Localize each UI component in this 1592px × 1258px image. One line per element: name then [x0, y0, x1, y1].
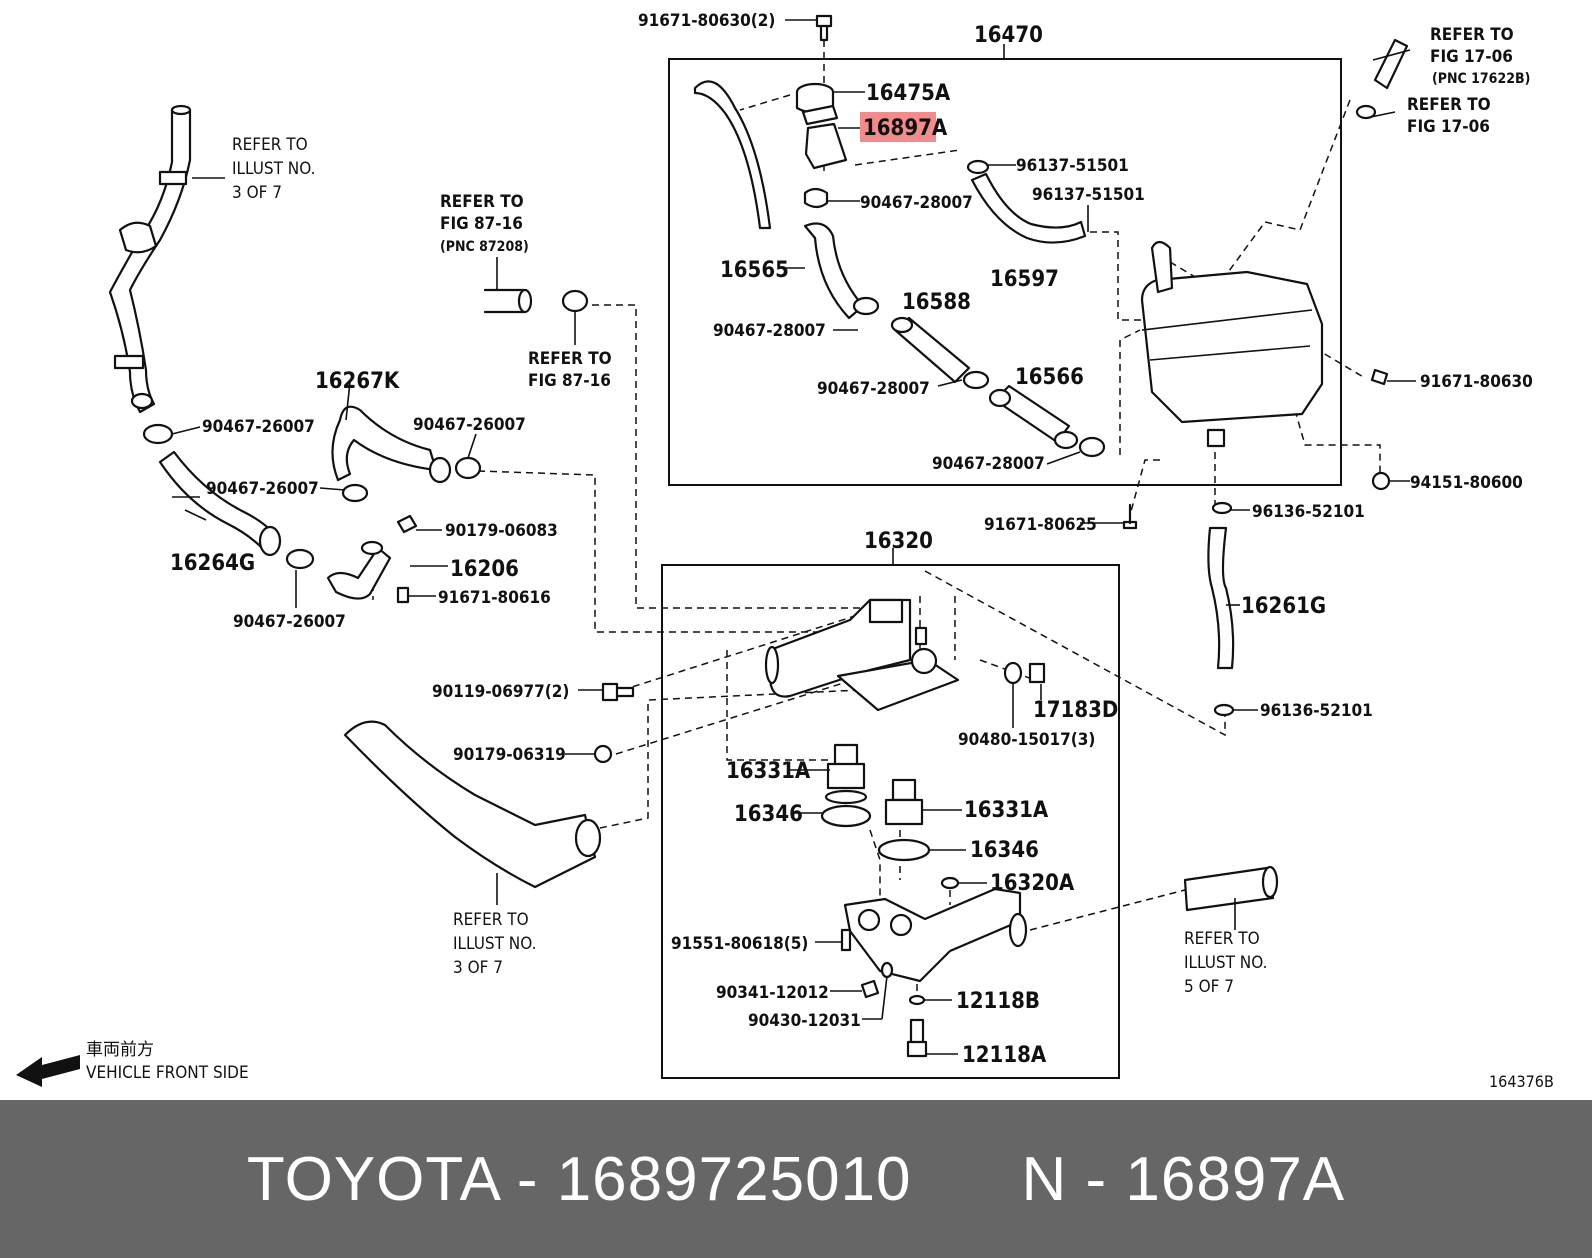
part-labels: 91671-80630(2) 16470 16475A 16897A 96137…	[170, 11, 1554, 1091]
label-16597: 16597	[990, 267, 1059, 292]
label-91671-80616: 91671-80616	[438, 588, 551, 608]
label-96137-51501-a: 96137-51501	[1016, 156, 1129, 176]
highlight-16897A	[860, 112, 936, 142]
front-label-jp: 車両前方	[86, 1040, 154, 1060]
leader-lines	[171, 19, 1416, 1055]
label-90467-26007-c: 90467-26007	[206, 479, 319, 499]
water-outlet-frame	[661, 564, 1120, 1079]
label-16331A-b: 16331A	[964, 798, 1049, 823]
label-16264G: 16264G	[170, 551, 255, 576]
label-90467-28007-b: 90467-28007	[713, 321, 826, 341]
label-90430-12031: 90430-12031	[748, 1011, 861, 1031]
ref-fig1706-top: REFER TO FIG 17-06 (PNC 17622B)	[1430, 25, 1530, 87]
label-91671-80625: 91671-80625	[984, 515, 1097, 535]
label-16565: 16565	[720, 258, 789, 283]
label-90467-28007-d: 90467-28007	[932, 454, 1045, 474]
label-90467-26007-d: 90467-26007	[233, 612, 346, 632]
reserve-tank-frame	[668, 58, 1342, 486]
label-90179-06319: 90179-06319	[453, 745, 566, 765]
ref-fig8716-top: REFER TO FIG 87-16 (PNC 87208)	[440, 192, 529, 255]
label-16346-a: 16346	[734, 802, 803, 827]
label-90467-28007-a: 90467-28007	[860, 193, 973, 213]
label-96137-51501-b: 96137-51501	[1032, 185, 1145, 205]
label-16475A: 16475A	[866, 81, 951, 106]
label-12118A: 12118A	[962, 1043, 1047, 1068]
front-label-en: VEHICLE FRONT SIDE	[86, 1063, 249, 1083]
banner-part-number: TOYOTA - 1689725010	[246, 1144, 912, 1214]
label-16566: 16566	[1015, 365, 1084, 390]
label-90480-15017: 90480-15017(3)	[958, 730, 1095, 750]
label-16261G: 16261G	[1241, 594, 1326, 619]
label-164376B: 164376B	[1489, 1072, 1554, 1091]
label-16897A: 16897A	[863, 116, 948, 141]
label-17183D: 17183D	[1033, 698, 1118, 723]
label-91551-80618: 91551-80618(5)	[671, 934, 808, 954]
banner-pnc: N - 16897A	[1021, 1144, 1346, 1214]
label-96136-52101-b: 96136-52101	[1260, 701, 1373, 721]
label-16588: 16588	[902, 290, 971, 315]
parts-diagram: 91671-80630(2) 16470 16475A 16897A 96137…	[16, 11, 1554, 1091]
label-90119-06977: 90119-06977(2)	[432, 682, 569, 702]
label-16331A-a: 16331A	[726, 759, 811, 784]
front-arrow-icon	[16, 1055, 80, 1087]
label-94151-80600: 94151-80600	[1410, 473, 1523, 493]
label-12118B: 12118B	[956, 989, 1040, 1014]
ref-illust3-bot: REFER TO ILLUST NO. 3 OF 7	[453, 910, 541, 978]
label-91671-80630-2: 91671-80630(2)	[638, 11, 775, 31]
label-90467-28007-c: 90467-28007	[817, 379, 930, 399]
part-artwork	[108, 14, 1409, 1058]
ref-fig1706-mid: REFER TO FIG 17-06	[1407, 95, 1496, 137]
label-16320: 16320	[864, 529, 933, 554]
label-16470: 16470	[974, 23, 1043, 48]
part-banner: TOYOTA - 1689725010 N - 16897A	[0, 1100, 1592, 1258]
label-16206: 16206	[450, 557, 519, 582]
dashed-leaders	[372, 40, 1381, 1005]
label-90467-26007-b: 90467-26007	[413, 415, 526, 435]
label-91671-80630: 91671-80630	[1420, 372, 1533, 392]
banner-text-row: TOYOTA - 1689725010 N - 16897A	[0, 1100, 1592, 1258]
label-90179-06083: 90179-06083	[445, 521, 558, 541]
ref-fig8716-mid: REFER TO FIG 87-16	[528, 349, 617, 391]
label-90467-26007-a: 90467-26007	[202, 417, 315, 437]
ref-illust5: REFER TO ILLUST NO. 5 OF 7	[1184, 929, 1272, 997]
vehicle-front-indicator: 車両前方 VEHICLE FRONT SIDE	[16, 1040, 249, 1087]
label-90341-12012: 90341-12012	[716, 983, 829, 1003]
refer-notes: REFER TO ILLUST NO. 3 OF 7 REFER TO FIG …	[232, 25, 1530, 997]
label-16346-b: 16346	[970, 838, 1039, 863]
label-16267K: 16267K	[315, 369, 400, 394]
label-16320A: 16320A	[990, 871, 1075, 896]
ref-illust3-top: REFER TO ILLUST NO. 3 OF 7	[232, 135, 320, 203]
label-96136-52101-a: 96136-52101	[1252, 502, 1365, 522]
